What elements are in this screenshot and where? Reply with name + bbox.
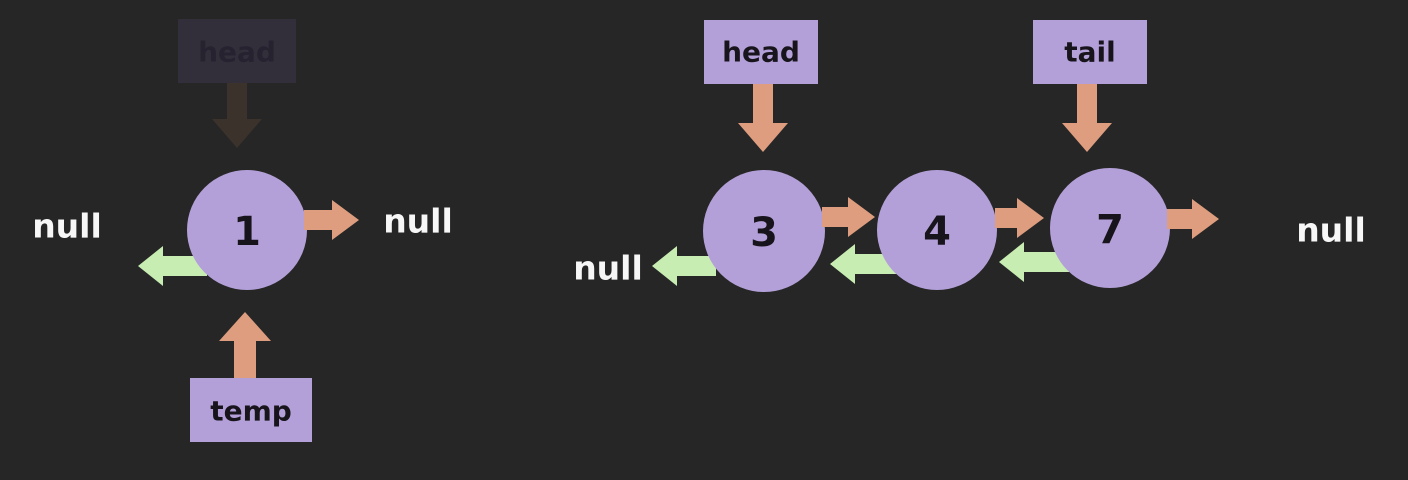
next-null-label: null bbox=[1296, 211, 1366, 250]
next-pointer-arrow-node3-to-node4-icon bbox=[822, 197, 875, 237]
tail-arrow-icon bbox=[1062, 84, 1112, 152]
faded-head-pointer-box bbox=[178, 19, 296, 83]
temp-pointer-label: temp bbox=[210, 395, 292, 428]
next-pointer-arrow-node7-to-null-icon bbox=[1167, 199, 1219, 239]
next-null-label: null bbox=[383, 202, 453, 241]
node-value: 1 bbox=[233, 209, 261, 255]
faded-head-arrow-icon bbox=[212, 83, 262, 148]
next-pointer-arrow-icon bbox=[304, 200, 359, 240]
prev-pointer-arrow-node7-to-node4-icon bbox=[999, 242, 1069, 282]
node-value: 3 bbox=[750, 210, 778, 256]
prev-null-label: null bbox=[573, 249, 643, 288]
head-pointer-box bbox=[704, 20, 818, 84]
node-value: 4 bbox=[923, 209, 951, 255]
head-arrow-icon bbox=[738, 84, 788, 152]
single-node-diagram: head null 1 null temp bbox=[32, 19, 453, 442]
prev-pointer-arrow-node3-to-null-icon bbox=[652, 246, 716, 286]
node-circle bbox=[703, 170, 825, 292]
node-circle bbox=[877, 170, 997, 290]
tail-pointer-label: tail bbox=[1064, 36, 1115, 69]
temp-pointer-box bbox=[190, 378, 312, 442]
node-value: 7 bbox=[1096, 207, 1124, 253]
next-pointer-arrow-node4-to-node7-icon bbox=[995, 198, 1044, 238]
node-circle bbox=[1050, 168, 1170, 288]
head-pointer-label: head bbox=[722, 36, 800, 69]
prev-pointer-arrow-icon bbox=[138, 246, 207, 286]
prev-null-label: null bbox=[32, 207, 102, 246]
faded-head-pointer-label: head bbox=[198, 36, 276, 69]
node-circle bbox=[187, 170, 307, 290]
tail-pointer-box bbox=[1033, 20, 1147, 84]
prev-pointer-arrow-node4-to-node3-icon bbox=[830, 244, 897, 284]
doubly-linked-list-diagram: head tail null 3 4 7 nul bbox=[573, 20, 1366, 292]
temp-arrow-icon bbox=[219, 312, 271, 378]
